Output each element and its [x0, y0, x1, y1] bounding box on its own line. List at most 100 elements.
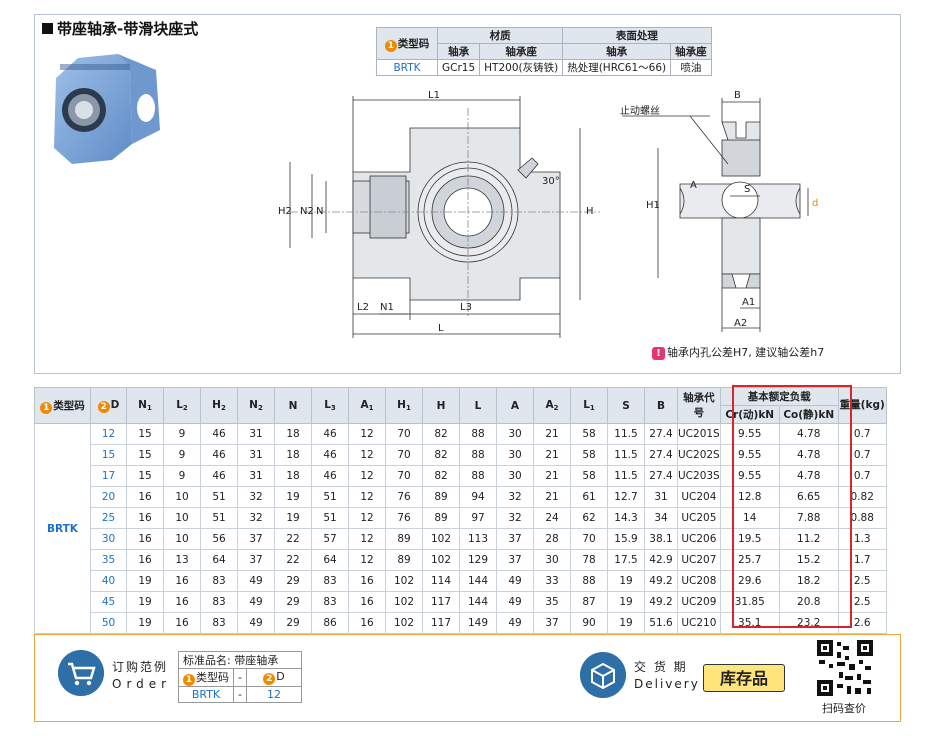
- col-co: Co(静)kN: [778, 405, 839, 424]
- table-cell: 14.3: [607, 507, 645, 529]
- dim-H: H: [586, 206, 594, 217]
- table-cell: 76: [385, 507, 423, 529]
- table-cell: 56: [200, 528, 238, 550]
- table-cell: 94: [459, 486, 497, 508]
- lock-screw-label: 止动螺丝: [620, 105, 660, 117]
- table-cell: 12: [348, 465, 386, 487]
- table-cell: 149: [459, 612, 497, 634]
- table-cell: 9.55: [719, 423, 780, 445]
- table-cell: 83: [311, 591, 349, 613]
- table-cell: 49: [237, 591, 275, 613]
- table-cell: UC209: [677, 591, 721, 613]
- table-cell: 20.8: [778, 591, 839, 613]
- table-cell: 129: [459, 549, 497, 571]
- table-cell: 51.6: [644, 612, 678, 634]
- table-cell: 46: [200, 444, 238, 466]
- table-cell: 46: [311, 465, 349, 487]
- table-cell: 4.78: [778, 465, 839, 487]
- table-cell: 49: [496, 570, 534, 592]
- badge-two-icon: 2: [263, 673, 276, 685]
- badge-one-icon: 1: [183, 674, 195, 686]
- col-b: B: [644, 387, 678, 424]
- table-cell: 117: [422, 612, 460, 634]
- bore-diameter-cell: 30: [90, 528, 127, 550]
- table-cell: 0.82: [837, 486, 887, 508]
- table-cell: 0.7: [837, 444, 887, 466]
- order-d-value: 12: [245, 686, 302, 703]
- order-dash: -: [233, 686, 247, 703]
- table-cell: 11.5: [607, 444, 645, 466]
- table-cell: 7.88: [778, 507, 839, 529]
- table-cell: 22: [274, 549, 312, 571]
- surface-header: 表面处理: [562, 27, 712, 44]
- table-cell: 49.2: [644, 591, 678, 613]
- table-cell: 27.4: [644, 465, 678, 487]
- table-cell: 102: [385, 612, 423, 634]
- table-cell: 12: [348, 486, 386, 508]
- material-header: 材质: [436, 27, 564, 44]
- table-cell: 89: [385, 528, 423, 550]
- table-cell: 102: [422, 549, 460, 571]
- dim-L: L: [438, 323, 444, 334]
- table-cell: 19: [126, 612, 164, 634]
- table-cell: 9: [163, 423, 201, 445]
- table-cell: 9: [163, 444, 201, 466]
- table-cell: 29: [274, 591, 312, 613]
- table-cell: 88: [459, 465, 497, 487]
- table-cell: 18: [274, 465, 312, 487]
- col-a2: A2: [533, 387, 571, 424]
- table-cell: UC201S: [677, 423, 721, 445]
- table-cell: 29: [274, 570, 312, 592]
- table-cell: 29.6: [719, 570, 780, 592]
- cart-icon: [58, 650, 104, 696]
- table-cell: 144: [459, 591, 497, 613]
- qr-code-icon[interactable]: [817, 640, 873, 696]
- table-cell: 16: [348, 591, 386, 613]
- table-cell: 12: [348, 444, 386, 466]
- bore-diameter-cell: 35: [90, 549, 127, 571]
- table-cell: 51: [200, 507, 238, 529]
- table-cell: 2.5: [837, 570, 887, 592]
- bore-diameter-cell: 15: [90, 444, 127, 466]
- table-cell: 19.5: [719, 528, 780, 550]
- table-cell: 19: [607, 570, 645, 592]
- table-cell: 29: [274, 612, 312, 634]
- table-cell: 1.7: [837, 549, 887, 571]
- housing-surface: 喷油: [670, 59, 712, 76]
- table-cell: 46: [200, 423, 238, 445]
- surface-housing-header: 轴承座: [670, 43, 712, 60]
- table-cell: 51: [200, 486, 238, 508]
- table-cell: 34: [644, 507, 678, 529]
- table-cell: 23.2: [778, 612, 839, 634]
- table-cell: 17.5: [607, 549, 645, 571]
- table-cell: UC205: [677, 507, 721, 529]
- table-cell: 31: [237, 444, 275, 466]
- table-cell: 12.7: [607, 486, 645, 508]
- dim-N1: N1: [380, 302, 394, 313]
- product-photo: [54, 54, 160, 164]
- type-cell: BRTK: [34, 423, 91, 634]
- table-cell: 102: [385, 570, 423, 592]
- table-cell: 11.5: [607, 465, 645, 487]
- table-cell: 2.5: [837, 591, 887, 613]
- col-l: L: [459, 387, 497, 424]
- table-cell: 14: [719, 507, 780, 529]
- table-cell: 18: [274, 423, 312, 445]
- table-cell: 21: [533, 444, 571, 466]
- scan-price-label: 扫码查价: [822, 702, 866, 715]
- col-h2: H2: [200, 387, 238, 424]
- table-cell: 10: [163, 528, 201, 550]
- table-cell: 82: [422, 444, 460, 466]
- table-cell: 38.1: [644, 528, 678, 550]
- table-cell: 15.2: [778, 549, 839, 571]
- table-cell: 51: [311, 507, 349, 529]
- table-cell: 76: [385, 486, 423, 508]
- col-load-group: 基本额定负载: [719, 387, 839, 406]
- badge-two-icon: 2: [97, 400, 110, 413]
- material-housing-header: 轴承座: [479, 43, 564, 60]
